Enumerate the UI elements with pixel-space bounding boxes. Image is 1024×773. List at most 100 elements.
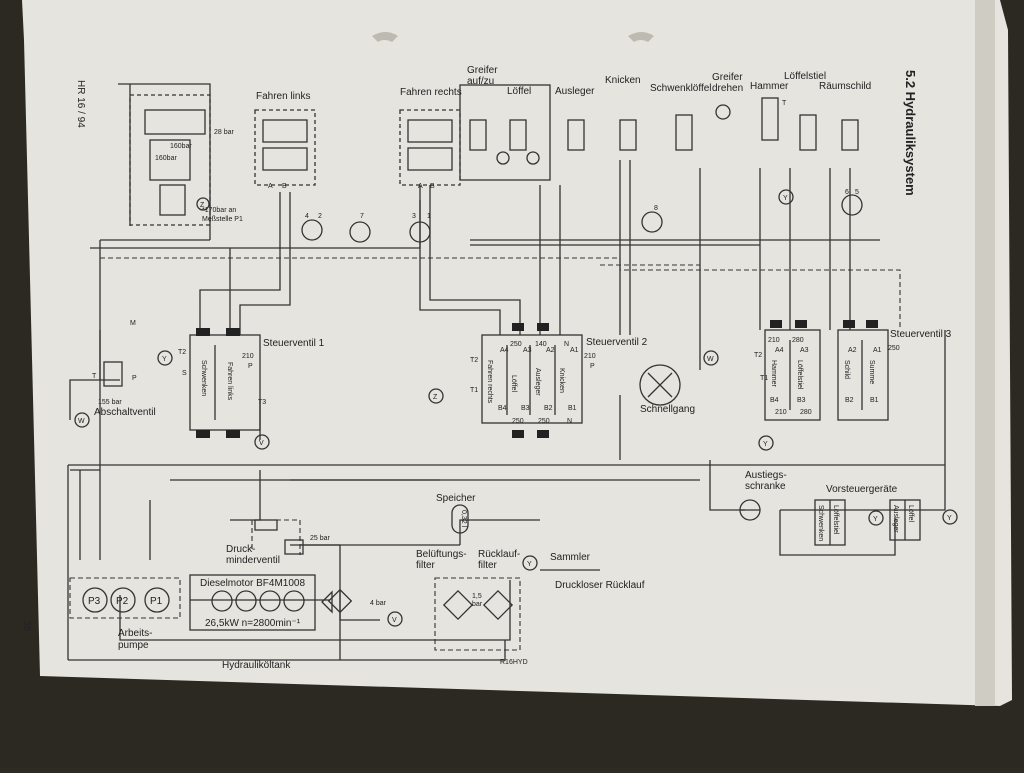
label-ausleger: Ausleger <box>555 86 595 97</box>
port-b: B <box>430 183 435 190</box>
label-belueftungsfilter: Belüftungs- filter <box>416 549 469 571</box>
port-8: 8 <box>654 205 658 212</box>
sv1-section-fahren-links: Fahren links <box>226 362 233 401</box>
port-t3: T3 <box>258 399 266 406</box>
label-line: Greifer <box>467 65 498 76</box>
vorsteuer-loeffel: Löffel <box>907 505 914 522</box>
sv2-title: Steuerventil 2 <box>586 337 648 348</box>
filter-group: Belüftungs- filter Rücklauf- filter 1,5 … <box>416 549 645 666</box>
label-abschaltventil: Abschaltventil <box>94 407 156 418</box>
sv3-section-schild: Schild <box>843 360 850 379</box>
punch-hole <box>628 32 654 42</box>
pressure-25bar: 25 bar <box>310 535 331 542</box>
label-schwenkloeffel: Schwenklöffel <box>650 83 712 94</box>
marker-w: W <box>78 418 85 425</box>
sv2-pressure-210: 210 <box>584 353 596 360</box>
marker-y: Y <box>873 516 878 523</box>
port-a1: A1 <box>570 347 579 354</box>
marker-v: V <box>392 617 397 624</box>
label-loeffel: Löffel <box>507 86 531 97</box>
marker-w: W <box>707 356 714 363</box>
sv2-section-knicken: Knicken <box>558 368 565 393</box>
label-line: schranke <box>745 481 786 492</box>
pump-p1: P1 <box>150 596 163 607</box>
port-2: 2 <box>318 213 322 220</box>
pump-motor-group: P3 P2 P1 Arbeits- pumpe Dieselmotor BF4M… <box>69 574 403 671</box>
note-line-1: *170bar an <box>202 207 236 214</box>
top-cylinders: Greifer auf/zu Löffel Ausleger Knicken S… <box>459 65 871 181</box>
port-a4: A4 <box>500 347 509 354</box>
label-greifer-drehen: Greifer drehen <box>712 72 745 94</box>
port-n: N <box>567 418 572 425</box>
label-line: auf/zu <box>467 76 494 87</box>
steuerventil-2: Steuerventil 2 250 140 N 210 P 250 250 N… <box>428 323 648 438</box>
document-reference: HR 16 / 94 <box>75 80 86 128</box>
marker-z: Z <box>200 202 205 209</box>
port-6: 6 <box>845 189 849 196</box>
port-t: T <box>92 373 97 380</box>
schnellgang: Schnellgang <box>639 364 695 415</box>
rotary-couplings: 4 2 7 3 1 8 6 5 <box>301 189 863 243</box>
sv1-pressure-210: 210 <box>242 353 254 360</box>
port-7: 7 <box>360 213 364 220</box>
port-a: A <box>268 183 273 190</box>
pump-p2: P2 <box>116 596 129 607</box>
sv3-pressure-210a: 210 <box>768 337 780 344</box>
port-b3: B3 <box>521 405 530 412</box>
port-b2: B2 <box>544 405 553 412</box>
pressure-1-5bar: 1,5 bar <box>472 593 484 608</box>
label-speicher: Speicher <box>436 493 476 504</box>
sv1-title: Steuerventil 1 <box>263 338 325 349</box>
fahren-links-valve: Fahren links A B <box>254 91 316 190</box>
port-a4: A4 <box>775 347 784 354</box>
sv3-pressure-280b: 280 <box>800 409 812 416</box>
port-a1: A1 <box>873 347 882 354</box>
label-druckloser-ruecklauf: Druckloser Rücklauf <box>555 580 645 591</box>
label-line: Belüftungs- <box>416 549 467 560</box>
label-greifer-auf-zu: Greifer auf/zu <box>467 65 500 87</box>
sv2-pressure-250b: 250 <box>512 418 524 425</box>
label-line: Druck- <box>226 544 255 555</box>
port-a2: A2 <box>848 347 857 354</box>
motor-spec: 26,5kW n=2800min⁻¹ <box>205 618 301 629</box>
pump-p3: P3 <box>88 596 101 607</box>
port-b3: B3 <box>797 397 806 404</box>
note-line-2: Meßstelle P1 <box>202 216 243 223</box>
sv2-section-fahren-rechts: Fahren rechts <box>486 360 493 404</box>
label-vorsteuergeraete: Vorsteuergeräte <box>826 484 898 495</box>
port-t1: T1 <box>760 375 768 382</box>
vorsteuer-schwenken: Schwenken <box>817 505 824 541</box>
steuerventil-1: Steuerventil 1 210 P T2 S T3 Schwenken F… <box>157 328 325 438</box>
sv2-pressure-250c: 250 <box>538 418 550 425</box>
port-t1: T1 <box>470 387 478 394</box>
pressure-170bar-note: *170bar an Meßstelle P1 <box>202 207 243 223</box>
sv3-pressure-280a: 280 <box>792 337 804 344</box>
label-arbeitspumpe: Arbeits- pumpe <box>118 628 155 651</box>
label-line: 1,5 <box>472 593 482 600</box>
sv2-pressure-250a: 250 <box>510 341 522 348</box>
label-druckminderventil: Druck- minderventil <box>226 544 280 566</box>
port-a: A <box>418 183 423 190</box>
port-5: 5 <box>855 189 859 196</box>
sv3-section-summe: Summe <box>868 360 875 384</box>
label-line: minderventil <box>226 555 280 566</box>
marker-y: Y <box>947 515 952 522</box>
label-schnellgang: Schnellgang <box>640 404 695 415</box>
punch-hole <box>372 32 398 42</box>
abschaltventil: Abschaltventil 155 bar M T P W V <box>74 320 270 450</box>
label-line: bar <box>472 601 483 608</box>
marker-y: Y <box>162 356 167 363</box>
port-s: S <box>182 370 187 377</box>
label-line: filter <box>478 560 498 571</box>
vorsteuer-loeffelstiel: Löffelstiel <box>832 505 839 535</box>
sv3-section-loeffelstiel: Löffelstiel <box>796 360 803 390</box>
label-line: filter <box>416 560 436 571</box>
label-hydraulikoeltank: Hydrauliköltank <box>222 660 291 671</box>
label-knicken: Knicken <box>605 75 641 86</box>
label-dieselmotor: Dieselmotor BF4M1008 <box>200 578 305 589</box>
sv2-section-loeffel: Löffel <box>510 375 517 392</box>
port-a2: A2 <box>546 347 555 354</box>
marker-y: Y <box>527 561 532 568</box>
label-line: Greifer <box>712 72 743 83</box>
